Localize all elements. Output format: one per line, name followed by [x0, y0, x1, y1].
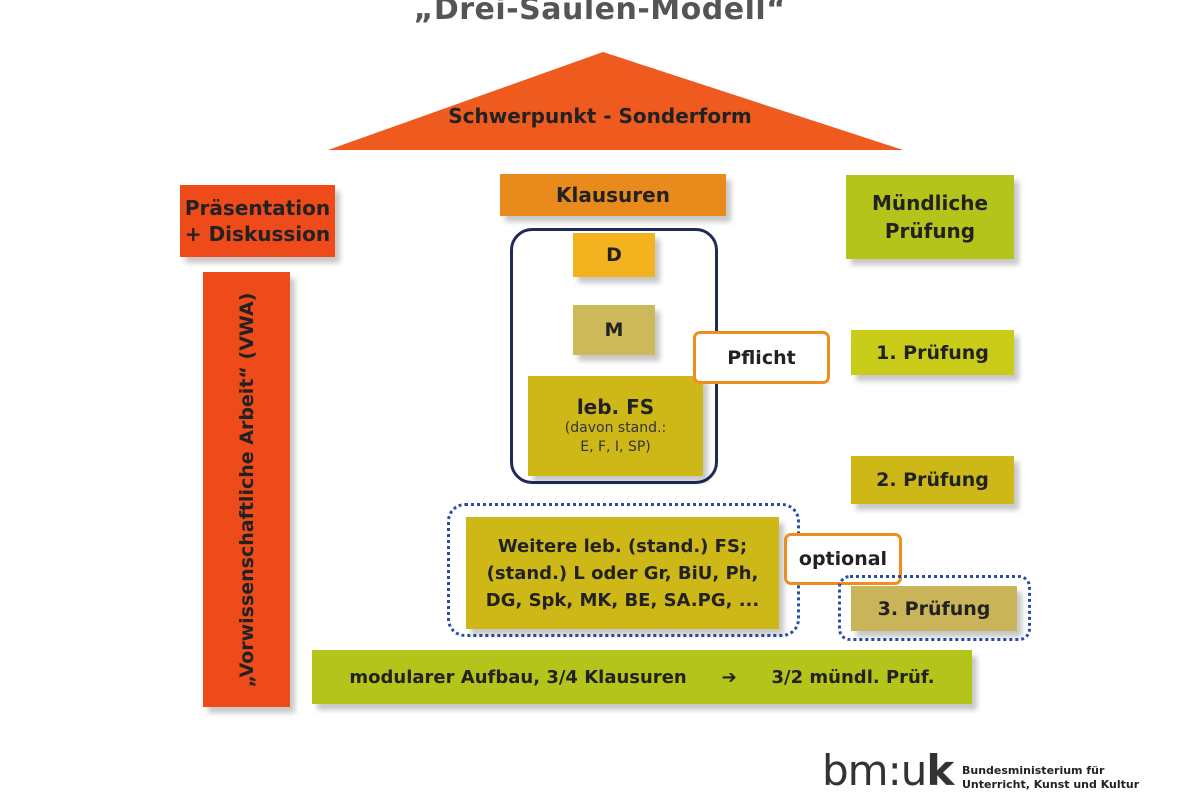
optional-subjects-box: Weitere leb. (stand.) FS; (stand.) L ode…	[466, 517, 779, 629]
ministry-name-line-1: Bundesministerium für	[962, 764, 1105, 777]
logo-mark-right: k	[926, 746, 954, 795]
optional-subjects-line-1: Weitere leb. (stand.) FS;	[497, 535, 748, 557]
exam-1-box: 1. Prüfung	[851, 330, 1014, 375]
arrow-right-icon: ➔	[721, 666, 737, 688]
foundation-right: 3/2 mündl. Prüf.	[771, 666, 935, 688]
roof-shape	[328, 52, 903, 150]
exam-3-frame	[838, 575, 1031, 641]
oral-exam-line-1: Mündliche	[871, 191, 989, 215]
leb-fs-title: leb. FS	[576, 395, 655, 419]
optional-subjects-line-2: (stand.) L oder Gr, BiU, Ph,	[486, 562, 759, 584]
ministry-name: Bundesministerium für Unterricht, Kunst …	[962, 764, 1139, 792]
bmukk-logo: bm:uk	[822, 746, 954, 795]
presentation-line-1: Präsentation	[184, 196, 331, 220]
oral-exam-line-2: Prüfung	[884, 219, 976, 243]
logo-mark-left: bm:u	[822, 746, 927, 795]
foundation-bar: modularer Aufbau, 3/4 Klausuren ➔ 3/2 mü…	[312, 650, 972, 704]
klausuren-header: Klausuren	[500, 174, 726, 216]
leb-fs-subtitle: (davon stand.: E, F, I, SP)	[565, 419, 666, 457]
pflicht-callout: Pflicht	[693, 331, 830, 384]
diagram-title: „Drei-Säulen-Modell“	[413, 0, 787, 27]
roof-label: Schwerpunkt - Sonderform	[448, 104, 752, 128]
ministry-name-line-2: Unterricht, Kunst und Kultur	[962, 778, 1140, 791]
subject-leb-fs-box: leb. FS (davon stand.: E, F, I, SP)	[528, 376, 703, 476]
subject-d-box: D	[573, 233, 655, 277]
subject-m-box: M	[573, 305, 655, 355]
vwa-column: „Vorwissenschaftliche Arbeit“ (VWA)	[203, 272, 290, 707]
vwa-label: „Vorwissenschaftliche Arbeit“ (VWA)	[235, 292, 258, 687]
presentation-line-2: + Diskussion	[184, 222, 331, 246]
presentation-box: Präsentation + Diskussion	[180, 185, 335, 257]
leb-fs-sub-line-1: (davon stand.:	[564, 420, 667, 436]
exam-2-box: 2. Prüfung	[851, 456, 1014, 504]
foundation-left: modularer Aufbau, 3/4 Klausuren	[349, 666, 687, 688]
leb-fs-sub-line-2: E, F, I, SP)	[580, 439, 651, 455]
oral-exam-header: Mündliche Prüfung	[846, 175, 1014, 259]
optional-subjects-line-3: DG, Spk, MK, BE, SA.PG, ...	[485, 589, 760, 611]
exam-3-box: 3. Prüfung	[851, 586, 1017, 631]
